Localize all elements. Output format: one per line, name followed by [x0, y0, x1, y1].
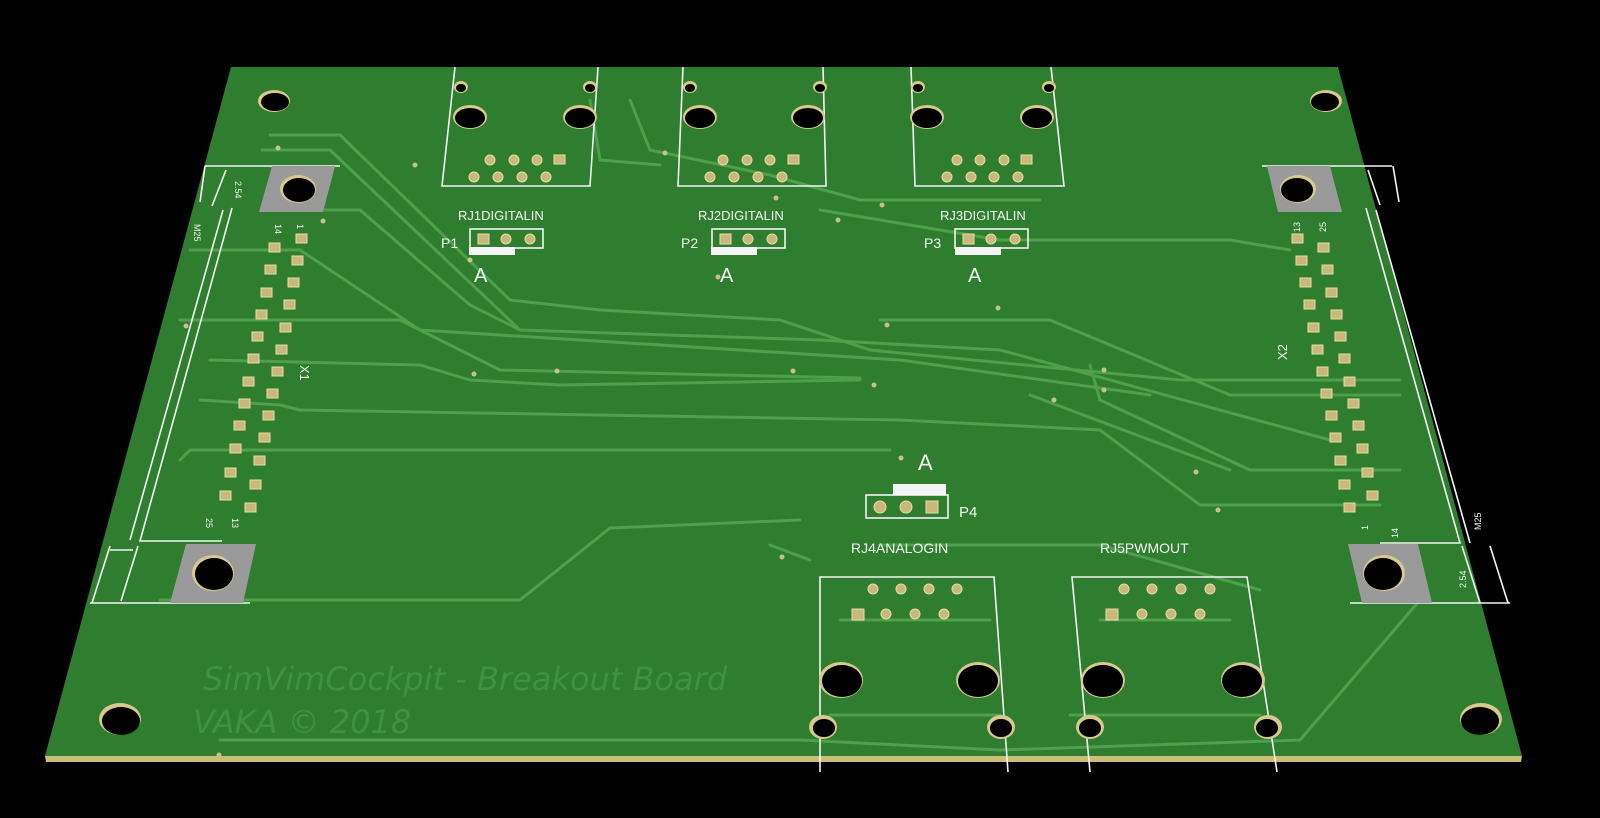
p2-label: P2	[681, 235, 698, 251]
p1-pin-a-label: A	[474, 265, 488, 287]
x1-pins	[219, 233, 308, 513]
p3-pin-a-label: A	[968, 265, 982, 287]
header-p4: A P4	[865, 450, 977, 521]
rj3-connector	[910, 66, 1065, 187]
board-copyright-watermark: VAKA © 2018	[193, 703, 411, 741]
x2-pin-14-label: 14	[1390, 528, 1400, 538]
x2-screw-label: M25	[1473, 512, 1483, 530]
x1-pitch-label: 2.54	[233, 181, 243, 199]
p3-label: P3	[924, 235, 941, 251]
board-edge	[45, 756, 1522, 762]
p4-label: P4	[959, 504, 977, 521]
header-p3: P3 A	[924, 228, 1029, 287]
connector-x2: X2 13 25 1 14 2.54 M25	[1262, 165, 1510, 604]
rj5-connector	[1071, 576, 1282, 773]
x1-screw-label: M25	[192, 224, 202, 242]
x1-pin-14-label: 14	[273, 224, 283, 234]
x2-label: X2	[1275, 344, 1290, 360]
x1-pin-1-label: 1	[295, 224, 305, 229]
p1-label: P1	[441, 235, 458, 251]
x2-pin-25-label: 25	[1318, 222, 1328, 232]
x2-pins	[1291, 233, 1379, 513]
rj2-label: RJ2DIGITALIN	[698, 208, 784, 223]
rj1-connector	[441, 66, 599, 187]
x2-pin-13-label: 13	[1292, 222, 1302, 232]
rj1-label: RJ1DIGITALIN	[458, 208, 544, 223]
x1-label: X1	[297, 365, 312, 381]
connector-x1: X1 14 1 25 13 2.54 M25	[90, 165, 340, 604]
x1-pin-13-label: 13	[230, 518, 240, 528]
rj2-connector	[677, 66, 827, 187]
board-title-watermark: SimVimCockpit - Breakout Board	[203, 660, 728, 698]
rj4-label: RJ4ANALOGIN	[851, 540, 948, 556]
header-p1: P1 A	[441, 228, 544, 287]
x2-pitch-label: 2.54	[1458, 570, 1468, 588]
p4-pin-a-label: A	[918, 450, 933, 475]
mounting-holes	[99, 90, 1502, 735]
rj3-label: RJ3DIGITALIN	[940, 208, 1026, 223]
x2-pin-1-label: 1	[1360, 525, 1370, 530]
header-p2: P2 A	[681, 228, 786, 287]
p2-pin-a-label: A	[720, 265, 734, 287]
rj4-connector	[809, 576, 1015, 773]
rj5-label: RJ5PWMOUT	[1100, 540, 1189, 556]
vias	[183, 145, 1221, 758]
x1-pin-25-label: 25	[204, 518, 214, 528]
copper-traces	[158, 98, 1422, 752]
